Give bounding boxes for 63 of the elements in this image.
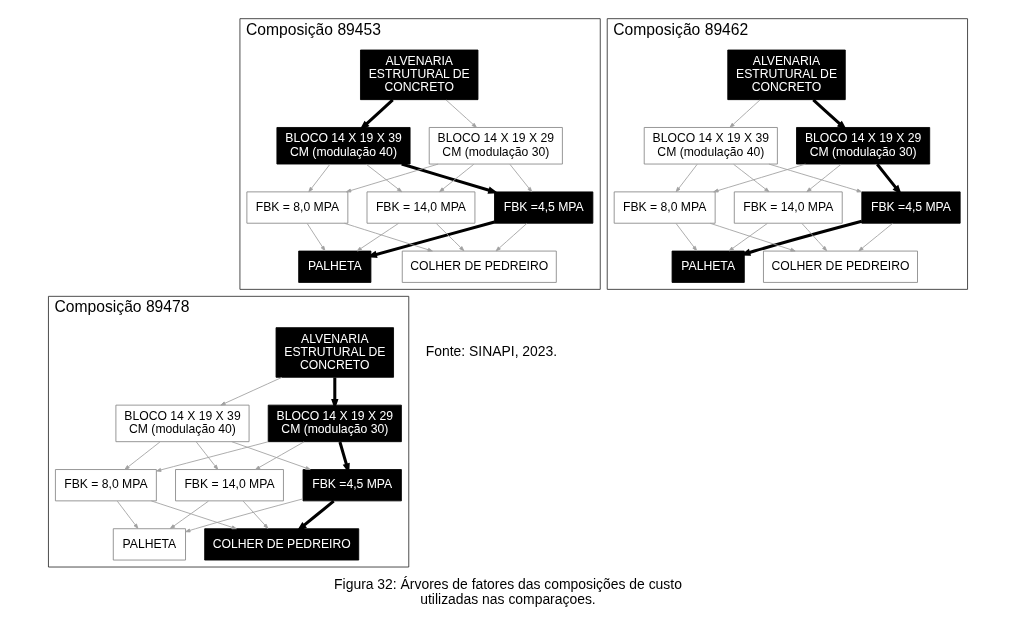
arrow [806, 163, 842, 193]
arrow [728, 223, 768, 252]
arrow [365, 163, 403, 193]
arrow [220, 376, 283, 406]
node-box: PALHETA [671, 250, 745, 283]
node-box: BLOCO 14 X 19 X 29 CM (modulação 30) [796, 127, 931, 165]
arrow [401, 162, 499, 194]
node-box: PALHETA [112, 528, 186, 561]
arrow [308, 163, 331, 193]
node-box: FBK =4,5 MPA [302, 469, 402, 502]
arrow [509, 163, 533, 193]
node-box: FBK = 14,0 MPA [366, 191, 476, 224]
node-box: FBK = 8,0 MPA [54, 469, 157, 502]
arrow [729, 99, 761, 128]
arrow [169, 500, 209, 529]
arrow [346, 163, 439, 193]
arrow [185, 498, 304, 533]
arrow [858, 223, 893, 252]
arrow [242, 500, 269, 529]
arrow [713, 163, 806, 193]
node-box: BLOCO 14 X 19 X 39 CM (modulação 40) [276, 127, 411, 165]
arrow [116, 500, 139, 529]
node-box: ALVENARIA ESTRUTURAL DE CONCRETO [727, 49, 846, 101]
node-box: BLOCO 14 X 19 X 39 CM (modulação 40) [115, 404, 250, 443]
arrow [359, 98, 394, 131]
node-box: FBK = 8,0 MPA [613, 191, 716, 224]
arrow [445, 99, 477, 128]
node-box: FBK = 14,0 MPA [175, 469, 284, 502]
node-box: BLOCO 14 X 19 X 29 CM (modulação 30) [267, 404, 402, 443]
arrow [675, 163, 698, 193]
node-box: BLOCO 14 X 19 X 39 CM (modulação 40) [643, 127, 778, 165]
arrow [124, 441, 161, 470]
arrow [812, 98, 848, 131]
arrow [344, 222, 433, 252]
node-box: ALVENARIA ESTRUTURAL DE CONCRETO [275, 327, 394, 378]
node-box: COLHER DE PEDREIRO [401, 250, 557, 283]
caption: Figura 32: Árvores de fatores das composições de custo utilizadas nas comparaçoes. [334, 575, 682, 608]
arrow [768, 163, 862, 193]
arrow [156, 441, 269, 472]
node-box: FBK = 14,0 MPA [733, 191, 843, 224]
arrow [675, 223, 698, 252]
node-box: FBK = 8,0 MPA [246, 191, 349, 224]
label: Fonte: SINAPI, 2023. [425, 342, 558, 359]
node-box: PALHETA [298, 250, 372, 283]
arrow [801, 223, 828, 252]
arrow [231, 441, 311, 470]
arrow [356, 222, 399, 252]
node-box: FBK =4,5 MPA [494, 191, 594, 224]
arrow [439, 163, 475, 193]
arrow [150, 500, 237, 530]
node-box: ALVENARIA ESTRUTURAL DE CONCRETO [360, 49, 479, 101]
arrow [195, 441, 219, 470]
node-box: COLHER DE PEDREIRO [763, 250, 918, 283]
arrow [733, 163, 770, 193]
arrow [709, 222, 796, 252]
arrow [435, 223, 465, 252]
node-box: FBK =4,5 MPA [861, 191, 961, 224]
arrow [306, 223, 326, 252]
arrow [495, 223, 528, 252]
arrow [255, 441, 305, 470]
arrow [296, 500, 335, 532]
node-box: COLHER DE PEDREIRO [204, 528, 360, 561]
node-box: BLOCO 14 X 19 X 29 CM (modulação 30) [428, 127, 563, 165]
